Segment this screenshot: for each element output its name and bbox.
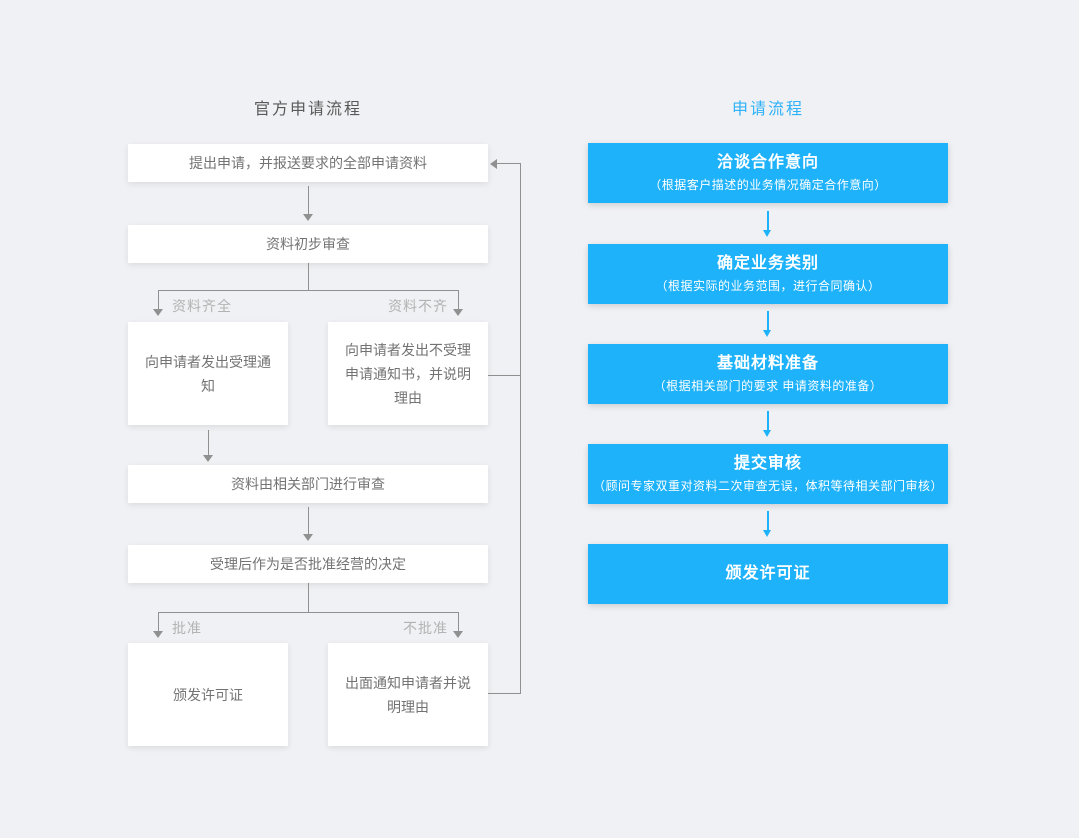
arrow-down-icon (763, 330, 771, 337)
branch-label-approved: 批准 (172, 620, 202, 636)
arrow-down-icon (763, 230, 771, 237)
connector-line (520, 163, 521, 694)
step-negotiate-intent: 洽谈合作意向 （根据客户描述的业务情况确定合作意向） (588, 143, 948, 203)
connector-line (308, 186, 309, 214)
right-chart-title: 申请流程 (731, 101, 804, 118)
step-title: 提交审核 (733, 455, 802, 472)
connector-line (458, 612, 459, 631)
step-determine-category: 确定业务类别 （根据实际的业务范围，进行合同确认） (588, 244, 948, 304)
branch-label-complete: 资料齐全 (172, 298, 232, 314)
connector-line (208, 430, 209, 455)
step-title: 确定业务类别 (716, 255, 819, 272)
arrow-down-icon (453, 631, 463, 638)
step-title: 颁发许可证 (725, 565, 811, 582)
arrow-down-icon (763, 430, 771, 437)
step-title: 洽谈合作意向 (716, 154, 819, 171)
connector-line (767, 211, 769, 230)
step-subtitle: （根据相关部门的要求 申请资料的准备） (653, 379, 883, 393)
step-subtitle: （顾问专家双重对资料二次审查无误，体积等待相关部门审核） (592, 479, 943, 493)
node-submit-application: 提出申请，并报送要求的全部申请资料 (128, 144, 488, 182)
connector-line (767, 411, 769, 430)
arrow-down-icon (203, 455, 213, 462)
connector-line (308, 263, 309, 290)
node-preliminary-review: 资料初步审查 (128, 225, 488, 263)
step-issue-license: 颁发许可证 (588, 544, 948, 604)
connector-line (497, 163, 521, 164)
node-department-review: 资料由相关部门进行审查 (128, 465, 488, 503)
arrow-down-icon (303, 534, 313, 541)
connector-line (308, 583, 309, 612)
step-submit-review: 提交审核 （顾问专家双重对资料二次审查无误，体积等待相关部门审核） (588, 444, 948, 504)
connector-line (458, 290, 459, 309)
branch-label-rejected: 不批准 (403, 620, 448, 636)
connector-line (158, 612, 159, 631)
connector-line (158, 290, 159, 309)
arrow-down-icon (303, 214, 313, 221)
node-rejection-notice: 向申请者发出不受理申请通知书，并说明理由 (328, 322, 488, 425)
step-title: 基础材料准备 (716, 355, 819, 372)
connector-line (767, 311, 769, 330)
step-subtitle: （根据客户描述的业务情况确定合作意向） (649, 178, 887, 192)
left-chart-title: 官方申请流程 (253, 101, 362, 118)
step-prepare-materials: 基础材料准备 （根据相关部门的要求 申请资料的准备） (588, 344, 948, 404)
connector-line (158, 290, 458, 291)
connector-line (158, 612, 458, 613)
arrow-down-icon (153, 631, 163, 638)
arrow-left-icon (490, 159, 497, 169)
node-notify-reason: 出面通知申请者并说明理由 (328, 643, 488, 746)
connector-line (488, 375, 521, 376)
node-acceptance-notice: 向申请者发出受理通知 (128, 322, 288, 425)
connector-line (488, 693, 521, 694)
arrow-down-icon (763, 530, 771, 537)
arrow-down-icon (153, 309, 163, 316)
step-subtitle: （根据实际的业务范围，进行合同确认） (655, 279, 881, 293)
node-approval-decision: 受理后作为是否批准经营的决定 (128, 545, 488, 583)
branch-label-incomplete: 资料不齐 (388, 298, 448, 314)
connector-line (767, 511, 769, 530)
connector-line (308, 507, 309, 534)
arrow-down-icon (453, 309, 463, 316)
node-issue-license: 颁发许可证 (128, 643, 288, 746)
